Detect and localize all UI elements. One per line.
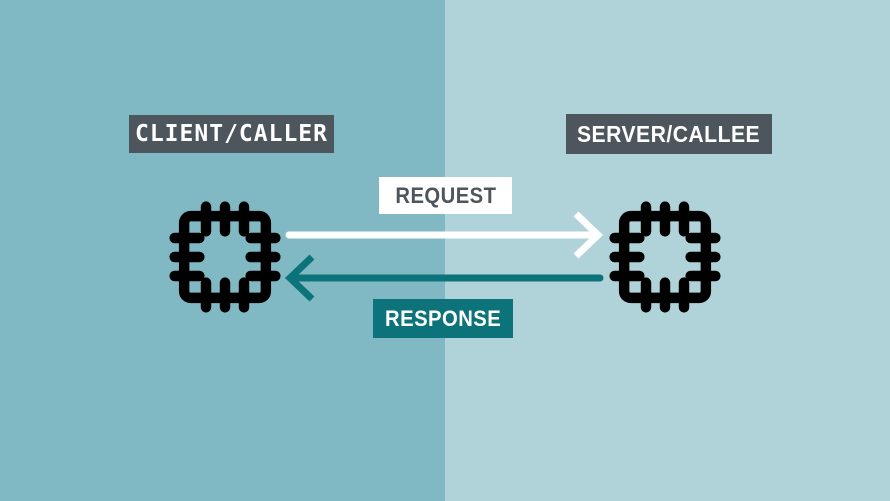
- client-chip-icon: [169, 201, 281, 313]
- server-callee-label-text: SERVER/CALLEE: [577, 120, 761, 147]
- request-label-text: REQUEST: [394, 182, 497, 208]
- server-panel-background: [445, 0, 890, 501]
- response-label-text: RESPONSE: [384, 305, 502, 331]
- client-panel-background: [0, 0, 445, 501]
- server-chip-icon: [609, 201, 721, 313]
- response-label: RESPONSE: [373, 299, 513, 338]
- client-caller-label: CLIENT/CALLER: [129, 115, 334, 153]
- client-caller-label-text: CLIENT/CALLER: [134, 121, 328, 147]
- request-label: REQUEST: [379, 177, 512, 214]
- response-arrow: [284, 254, 604, 302]
- request-arrow: [285, 211, 604, 259]
- server-callee-label: SERVER/CALLEE: [566, 114, 772, 154]
